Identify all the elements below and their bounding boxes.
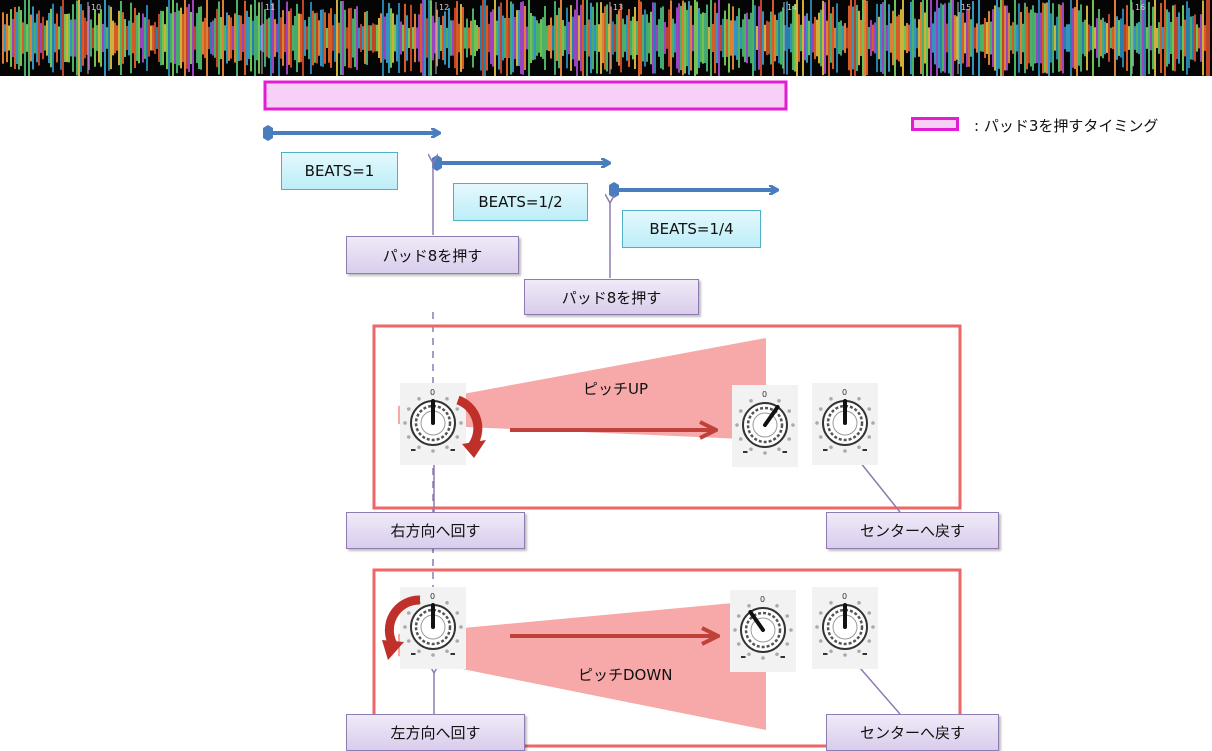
pitch-up-label: ピッチUP: [583, 380, 649, 398]
knob-top-mark: 0: [430, 592, 435, 601]
beats-quarter-label: BEATS=1/4: [622, 210, 761, 248]
beats-1-label: BEATS=1: [281, 152, 398, 190]
knob-top-mark: 0: [760, 595, 765, 604]
rotate-left-arrow: [382, 595, 421, 660]
knob-before-up: 0: [400, 383, 466, 465]
return-center-box-up: センターへ戻す: [826, 512, 999, 549]
bar-number-14: 14: [787, 3, 797, 12]
bar-number-12: 12: [439, 3, 449, 12]
knob-before-down: 0: [400, 587, 466, 669]
knob-pitch-down: 0: [730, 590, 796, 672]
press-pad8-box-2: パッド8を押す: [524, 279, 699, 315]
pitch-up-wedge: [398, 338, 766, 440]
beat-arrow-1: [263, 125, 438, 141]
center-up-pointer: [860, 462, 901, 513]
turn-left-box: 左方向へ回す: [346, 714, 525, 751]
pad3-timing-bar: [263, 80, 788, 111]
knob-top-mark: 0: [762, 390, 767, 399]
knob-center-up: 0: [812, 383, 878, 465]
press-pad8-box-1: パッド8を押す: [346, 236, 519, 274]
beat-arrow-half: [432, 155, 608, 171]
bar-number-11: 11: [265, 3, 275, 12]
waveform-strip: 10 11 12 13 14 15 16: [0, 0, 1212, 76]
rotate-right-arrow: [456, 395, 486, 458]
turn-right-box: 右方向へ回す: [346, 512, 525, 549]
return-center-box-down: センターへ戻す: [826, 714, 999, 751]
bar-number-10: 10: [91, 3, 101, 12]
beats-half-label: BEATS=1/2: [453, 183, 588, 221]
knob-top-mark: 0: [430, 388, 435, 397]
pitch-down-wedge: [398, 600, 766, 730]
knob-pitch-up: 0: [732, 385, 798, 467]
knob-center-down: 0: [812, 587, 878, 669]
pitch-down-panel: [372, 568, 962, 748]
pitch-up-panel: [372, 324, 962, 510]
legend-text: : パッド3を押すタイミング: [974, 117, 1159, 135]
knob-top-mark: 0: [842, 592, 847, 601]
knob-top-mark: 0: [842, 388, 847, 397]
bar-number-15: 15: [961, 3, 971, 12]
pitch-down-label: ピッチDOWN: [578, 666, 673, 684]
beat-arrow-quarter: [609, 182, 776, 198]
legend-swatch: [911, 117, 959, 131]
center-down-pointer: [860, 668, 901, 715]
bar-number-13: 13: [613, 3, 623, 12]
bar-number-16: 16: [1135, 3, 1145, 12]
